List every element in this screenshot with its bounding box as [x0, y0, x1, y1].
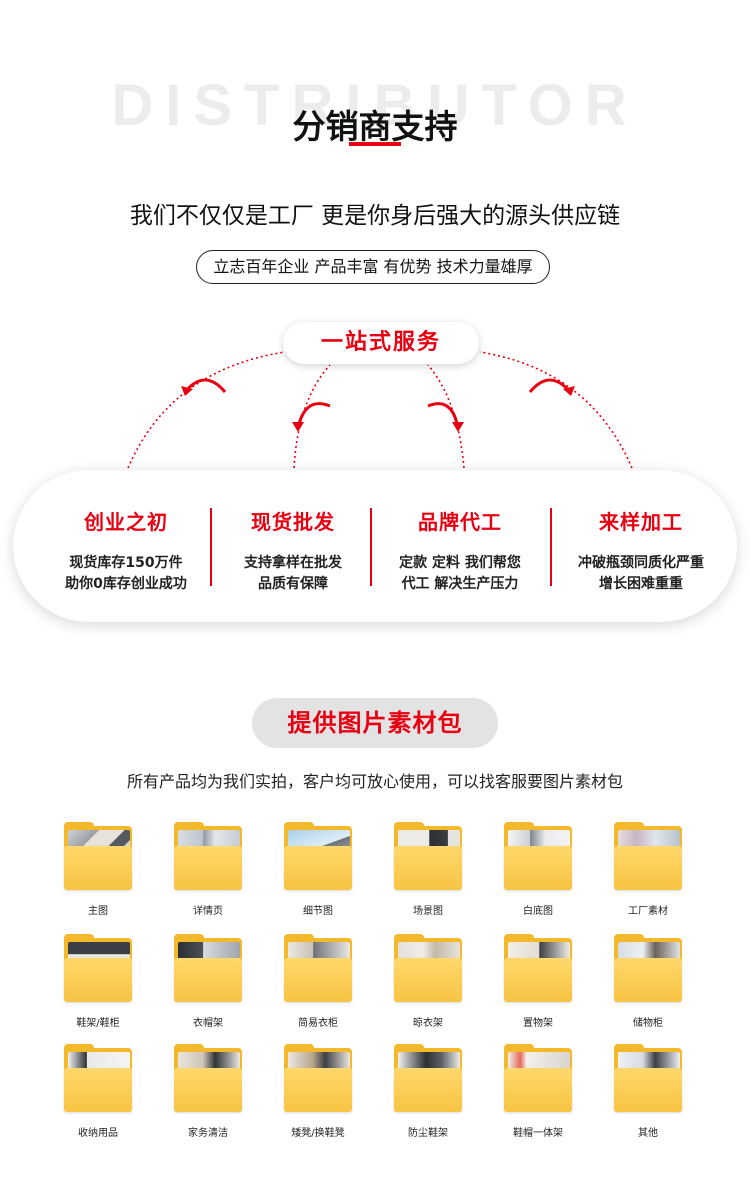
- folder-icon-front: [614, 1068, 682, 1112]
- page-title: 分销商支持: [292, 107, 458, 146]
- material-folder[interactable]: 家务清洁: [156, 1044, 260, 1154]
- material-pack-subtitle: 所有产品均为我们实拍，客户均可放心使用，可以找客服要图片素材包: [126, 772, 623, 791]
- curved-arrow-2: [296, 402, 331, 429]
- service-title: 品牌代工: [418, 510, 502, 534]
- material-folder[interactable]: 工厂素材: [596, 822, 700, 932]
- folder-label: 置物架: [523, 1018, 553, 1029]
- service-wholesale: 现货批发 支持拿样在批发 品质有保障: [213, 506, 373, 595]
- material-folder[interactable]: 场景图: [376, 822, 480, 932]
- material-folder[interactable]: 矮凳/换鞋凳: [266, 1044, 370, 1154]
- page-subtitle: 我们不仅仅是工厂 更是你身后强大的源头供应链: [129, 203, 621, 229]
- service-desc-line: 代工 解决生产压力: [401, 576, 519, 592]
- folder-icon-front: [284, 958, 352, 1002]
- service-desc-line: 品质有保障: [258, 576, 328, 592]
- arc-left-inner: [293, 364, 331, 469]
- arc-right-outer: [479, 351, 633, 469]
- material-folder[interactable]: 防尘鞋架: [376, 1044, 480, 1154]
- folder-icon-front: [394, 1068, 462, 1112]
- folder-label: 场景图: [413, 906, 443, 917]
- material-folder[interactable]: 晾衣架: [376, 934, 480, 1044]
- material-folder[interactable]: 其他: [596, 1044, 700, 1154]
- background-watermark-word: DISTRIBUTOR: [111, 73, 639, 138]
- folder-icon-front: [394, 958, 462, 1002]
- folder-label: 主图: [88, 906, 108, 917]
- one-stop-service-badge: 一站式服务: [283, 322, 479, 364]
- divider: [210, 508, 212, 586]
- material-folder[interactable]: 白底图: [486, 822, 590, 932]
- folder-icon-front: [284, 1068, 352, 1112]
- service-startup: 创业之初 现货库存150万件 助你0库存创业成功: [46, 506, 206, 595]
- service-desc-line: 助你0库存创业成功: [65, 576, 187, 592]
- arc-right-inner: [427, 364, 465, 469]
- material-folder[interactable]: 详情页: [156, 822, 260, 932]
- folder-label: 白底图: [523, 906, 553, 917]
- curved-arrow-4: [528, 378, 572, 393]
- folder-icon-front: [504, 1068, 572, 1112]
- folder-icon-front: [284, 846, 352, 890]
- folder-label: 收纳用品: [78, 1128, 118, 1139]
- material-folder[interactable]: 主图: [46, 822, 150, 932]
- service-desc-line: 定款 定料 我们帮您: [399, 555, 521, 571]
- material-folder[interactable]: 衣帽架: [156, 934, 260, 1044]
- service-desc-line: 冲破瓶颈同质化严重: [578, 555, 704, 571]
- folder-icon-front: [64, 846, 132, 890]
- folder-label: 鞋架/鞋柜: [76, 1018, 120, 1029]
- service-title: 创业之初: [84, 510, 168, 534]
- folder-label: 晾衣架: [413, 1018, 443, 1029]
- material-folder[interactable]: 简易衣柜: [266, 934, 370, 1044]
- connector-arcs: [127, 351, 633, 469]
- material-folder[interactable]: 收纳用品: [46, 1044, 150, 1154]
- material-folder[interactable]: 细节图: [266, 822, 370, 932]
- arc-left-outer: [127, 351, 286, 469]
- folder-icon-front: [174, 1068, 242, 1112]
- folder-label: 其他: [638, 1128, 658, 1139]
- folder-label: 简易衣柜: [298, 1018, 338, 1029]
- slogan-pill: 立志百年企业 产品丰富 有优势 技术力量雄厚: [196, 250, 550, 284]
- folder-label: 鞋帽一体架: [513, 1128, 563, 1139]
- title-underline: [349, 142, 401, 146]
- folder-label: 家务清洁: [188, 1128, 228, 1139]
- services-panel: 创业之初 现货库存150万件 助你0库存创业成功 现货批发 支持拿样在批发 品质…: [13, 470, 737, 622]
- material-folder[interactable]: 置物架: [486, 934, 590, 1044]
- material-folder[interactable]: 鞋帽一体架: [486, 1044, 590, 1154]
- folder-label: 衣帽架: [193, 1018, 223, 1029]
- folder-icon-front: [174, 846, 242, 890]
- folder-label: 储物柜: [633, 1018, 663, 1029]
- folder-label: 防尘鞋架: [408, 1128, 448, 1139]
- folder-label: 工厂素材: [628, 906, 668, 917]
- material-pack-title: 提供图片素材包: [252, 698, 498, 748]
- service-desc-line: 支持拿样在批发: [244, 555, 342, 571]
- material-folder[interactable]: 储物柜: [596, 934, 700, 1044]
- folder-icon-front: [504, 846, 572, 890]
- divider: [550, 508, 552, 586]
- folder-label: 细节图: [303, 906, 333, 917]
- folder-label: 矮凳/换鞋凳: [291, 1128, 345, 1139]
- folder-icon-front: [64, 958, 132, 1002]
- service-desc-line: 增长困难重重: [599, 576, 683, 592]
- service-title: 来样加工: [599, 510, 683, 534]
- service-desc-line: 现货库存150万件: [69, 555, 183, 571]
- service-custom-sample: 来样加工 冲破瓶颈同质化严重 增长困难重重: [561, 506, 721, 595]
- folder-icon-front: [394, 846, 462, 890]
- folder-icon-front: [614, 846, 682, 890]
- folder-icon-front: [64, 1068, 132, 1112]
- material-folder[interactable]: 鞋架/鞋柜: [46, 934, 150, 1044]
- service-oem: 品牌代工 定款 定料 我们帮您 代工 解决生产压力: [380, 506, 540, 595]
- folder-icon-front: [174, 958, 242, 1002]
- folder-icon-front: [504, 958, 572, 1002]
- service-title: 现货批发: [251, 510, 335, 534]
- divider: [370, 508, 372, 586]
- folder-icon-front: [614, 958, 682, 1002]
- folder-label: 详情页: [193, 906, 223, 917]
